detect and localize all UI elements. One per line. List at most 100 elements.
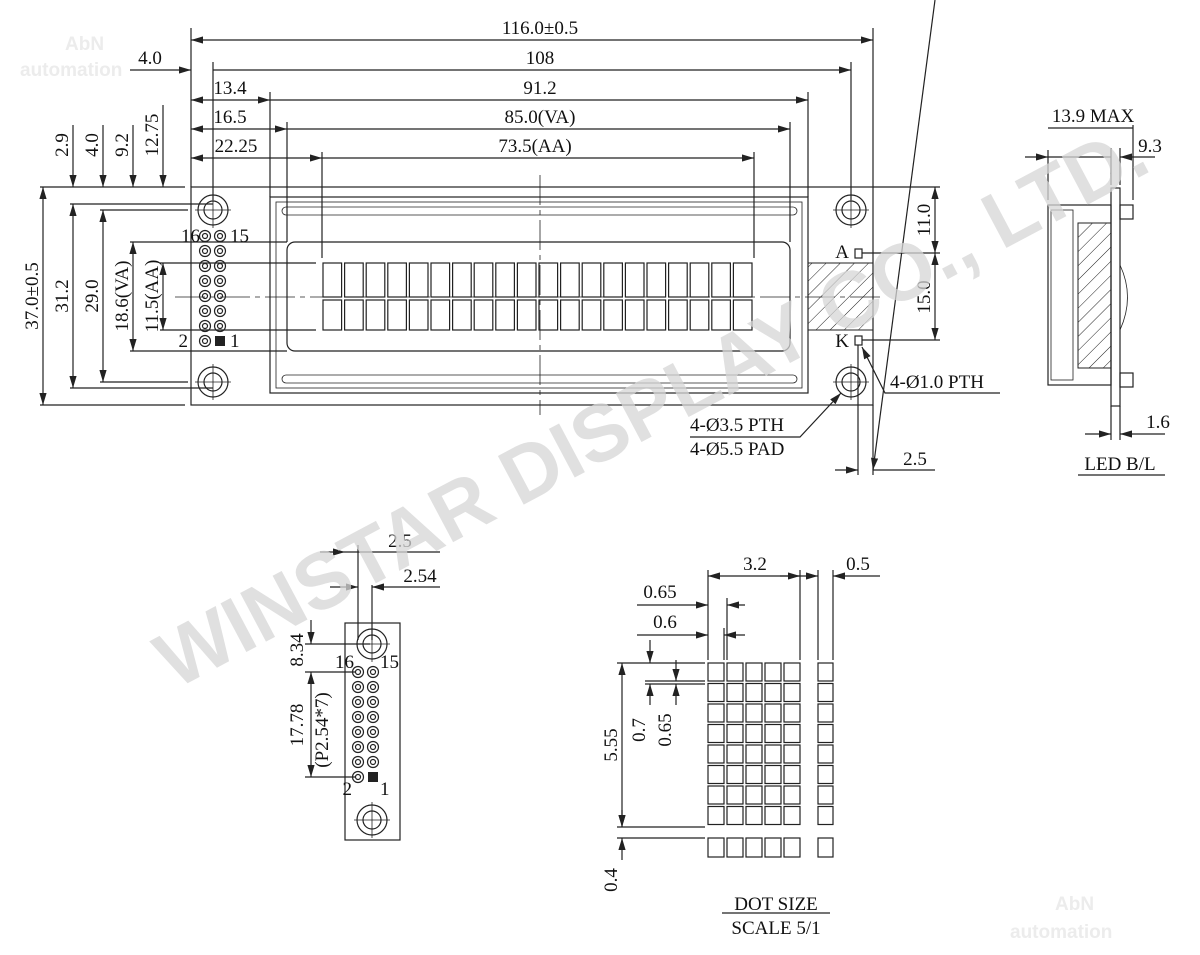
pin-hole	[216, 247, 224, 255]
pin	[366, 695, 380, 709]
pin-hole	[201, 232, 209, 240]
dot	[783, 764, 801, 785]
cursor-dot	[707, 837, 725, 858]
character-cell	[732, 299, 753, 331]
character-cell	[538, 262, 559, 298]
dot	[783, 682, 801, 703]
svg-text:AbN: AbN	[65, 34, 104, 55]
dot	[764, 764, 782, 785]
pin	[351, 695, 365, 709]
cursor-dot	[764, 837, 782, 858]
svg-text:9.3: 9.3	[1138, 136, 1162, 157]
side-view: 13.9 MAX 9.3 1.6 LED B/L	[1025, 106, 1170, 476]
pin-1-square	[215, 336, 225, 346]
svg-text:1.6: 1.6	[1146, 412, 1170, 433]
svg-text:11.5(AA): 11.5(AA)	[142, 260, 163, 333]
character-cell	[495, 299, 515, 331]
svg-text:3.2: 3.2	[743, 554, 767, 575]
dot-next	[817, 744, 834, 764]
dot	[745, 703, 763, 723]
dot	[764, 744, 782, 764]
character-cell	[667, 299, 688, 331]
dot	[783, 785, 801, 805]
pin	[366, 725, 380, 739]
pin	[351, 680, 365, 694]
pin	[198, 304, 212, 318]
pin	[366, 680, 380, 694]
svg-text:4.0: 4.0	[138, 48, 162, 69]
svg-text:31.2: 31.2	[52, 279, 73, 312]
svg-text:5.55: 5.55	[601, 728, 622, 761]
character-cell	[387, 299, 407, 331]
pin-hole	[354, 698, 362, 706]
pin-hole	[201, 247, 209, 255]
character-cell	[430, 299, 451, 331]
pin-hole	[201, 307, 209, 315]
svg-text:108: 108	[526, 48, 555, 69]
dot-next	[817, 764, 834, 785]
dot-next	[817, 785, 834, 805]
svg-text:17.78: 17.78	[287, 704, 308, 747]
svg-text:8.34: 8.34	[287, 633, 308, 667]
pin	[213, 289, 227, 303]
pin-header	[198, 229, 227, 348]
pin-hole	[216, 277, 224, 285]
character-cell	[646, 262, 667, 298]
dot	[764, 703, 782, 723]
svg-text:4-Ø5.5 PAD: 4-Ø5.5 PAD	[690, 439, 784, 460]
dot	[726, 805, 744, 826]
pin	[213, 274, 227, 288]
character-cell	[711, 262, 731, 298]
svg-text:73.5(AA): 73.5(AA)	[498, 136, 571, 157]
character-cell	[344, 299, 364, 331]
dot-next	[817, 682, 834, 703]
svg-text:16.5: 16.5	[213, 107, 246, 128]
dot	[745, 682, 763, 703]
character-cell	[516, 262, 537, 298]
character-cell	[408, 299, 429, 331]
pin-1-square	[368, 772, 378, 782]
pin	[351, 725, 365, 739]
pin-hole	[201, 292, 209, 300]
svg-text:LED B/L: LED B/L	[1084, 454, 1155, 475]
svg-text:11.0: 11.0	[914, 204, 935, 237]
svg-text:4.0: 4.0	[82, 133, 103, 157]
pin-hole	[201, 277, 209, 285]
pin	[366, 740, 380, 754]
pin-hole	[369, 668, 377, 676]
pin-hole	[354, 668, 362, 676]
svg-text:0.5: 0.5	[846, 554, 870, 575]
character-cell	[624, 262, 645, 298]
character-cell	[689, 262, 710, 298]
svg-text:1: 1	[380, 779, 390, 800]
svg-text:15.0: 15.0	[914, 280, 935, 313]
svg-text:2: 2	[343, 779, 353, 800]
svg-text:K: K	[835, 331, 849, 352]
svg-text:(P2.54*7): (P2.54*7)	[312, 692, 333, 767]
pin	[351, 740, 365, 754]
pin	[198, 334, 212, 348]
svg-text:automation: automation	[1010, 922, 1112, 943]
dot	[745, 744, 763, 764]
dot	[764, 785, 782, 805]
svg-text:DOT SIZE: DOT SIZE	[734, 894, 818, 915]
pin	[351, 755, 365, 769]
pin-detail: 2.5 2.54 8.34 17.78 (P2.54*7) 16 15 2 1	[287, 531, 440, 841]
pin-hole	[369, 698, 377, 706]
pin	[213, 259, 227, 273]
character-cell	[473, 262, 494, 298]
dot	[726, 764, 744, 785]
pin	[366, 710, 380, 724]
svg-text:2.54: 2.54	[403, 566, 437, 587]
svg-text:2.9: 2.9	[52, 133, 73, 157]
pin	[351, 710, 365, 724]
cursor-dot	[783, 837, 801, 858]
svg-text:2.5: 2.5	[903, 449, 927, 470]
character-cell	[387, 262, 407, 298]
logo-bottom: AbN automation	[1010, 894, 1112, 943]
svg-text:37.0±0.5: 37.0±0.5	[22, 262, 43, 329]
pin-hole	[354, 728, 362, 736]
character-cell	[322, 262, 343, 298]
pin	[213, 319, 227, 333]
led-backlight-area	[807, 262, 874, 331]
